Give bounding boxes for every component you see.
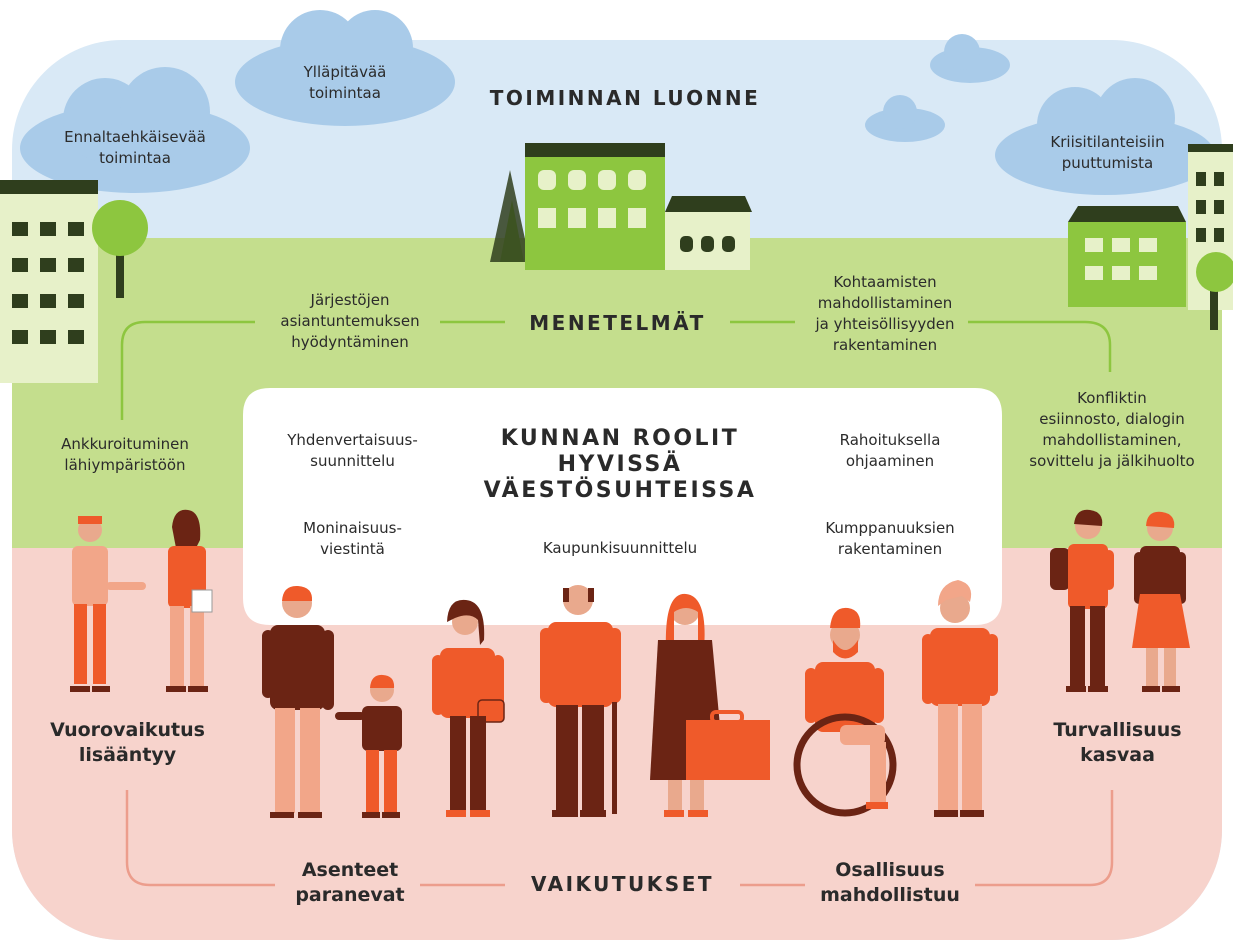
cloud-icons [20, 10, 1215, 195]
person-icon-woman-briefcase [650, 593, 770, 817]
label-osallisuus: Osallisuus mahdollistuu [820, 859, 960, 906]
label-kohtaamisten: Kohtaamisten mahdollistaminen ja yhteisö… [815, 273, 955, 354]
label-kaupunkisuunnittelu: Kaupunkisuunnittelu [542, 539, 698, 557]
methods-loop-lines [120, 320, 1112, 420]
cloud-icon-small-2 [865, 95, 945, 142]
tree-left-icon [92, 200, 148, 298]
heading-kunnan-roolit: KUNNAN ROOLIT HYVISSÄ VÄESTÖSUHTEISSA [483, 426, 757, 503]
cloud-icon-small-1 [930, 34, 1010, 83]
label-kumppanuuksien: Kumppanuuksien rakentaminen [825, 519, 955, 558]
roles-panel [243, 388, 1002, 625]
heading-toiminnan-luonne: TOIMINNAN LUONNE [489, 86, 761, 110]
heading-vaikutukset: VAIKUTUKSET [530, 872, 715, 896]
person-icon-elderly-cane [540, 585, 621, 817]
label-ennaltaehkaiseva: Ennaltaehkäisevää toimintaa [64, 128, 206, 167]
person-icon-wheelchair [793, 607, 897, 817]
person-icon-right-backpack [1050, 509, 1114, 692]
label-turvallisuus: Turvallisuus kasvaa [1053, 719, 1182, 766]
label-vuorovaikutus: Vuorovaikutus lisääntyy [50, 719, 205, 766]
person-icon-father [262, 585, 334, 818]
label-ankkuroituminen: Ankkuroituminen lähiympäristöön [61, 435, 189, 474]
effects-loop-lines [125, 790, 1114, 887]
label-yllapitava: Ylläpitävää toimintaa [303, 63, 387, 102]
person-icon-right-skirt [1132, 511, 1190, 692]
label-yhdenvertaisuus: Yhdenvertaisuus- suunnittelu [287, 431, 418, 470]
label-konfliktin: Konfliktin esiinnosto, dialogin mahdolli… [1029, 389, 1195, 470]
cloud-icon-center [235, 10, 455, 126]
person-icon-left-2 [166, 509, 213, 692]
cloud-icon-left [20, 67, 250, 193]
person-icon-woman-bag [432, 599, 505, 817]
building-center-icon [490, 143, 752, 270]
label-jarjestojen: Järjestöjen asiantuntemuksen hyödyntämin… [280, 291, 420, 351]
person-icon-child [335, 674, 402, 818]
tree-right-icon [1196, 252, 1233, 330]
building-left-icon [0, 180, 98, 383]
label-moninaisuus: Moninaisuus- viestintä [303, 519, 402, 558]
label-kriisitilanteisiin: Kriisitilanteisiin puuttumista [1050, 133, 1165, 172]
heading-menetelmat: MENETELMÄT [529, 311, 706, 335]
label-asenteet: Asenteet paranevat [295, 859, 405, 906]
person-icon-man-right [922, 580, 998, 817]
person-icon-left-1 [70, 516, 146, 692]
label-rahoituksella: Rahoituksella ohjaaminen [839, 431, 941, 470]
cloud-icon-right [995, 78, 1215, 195]
